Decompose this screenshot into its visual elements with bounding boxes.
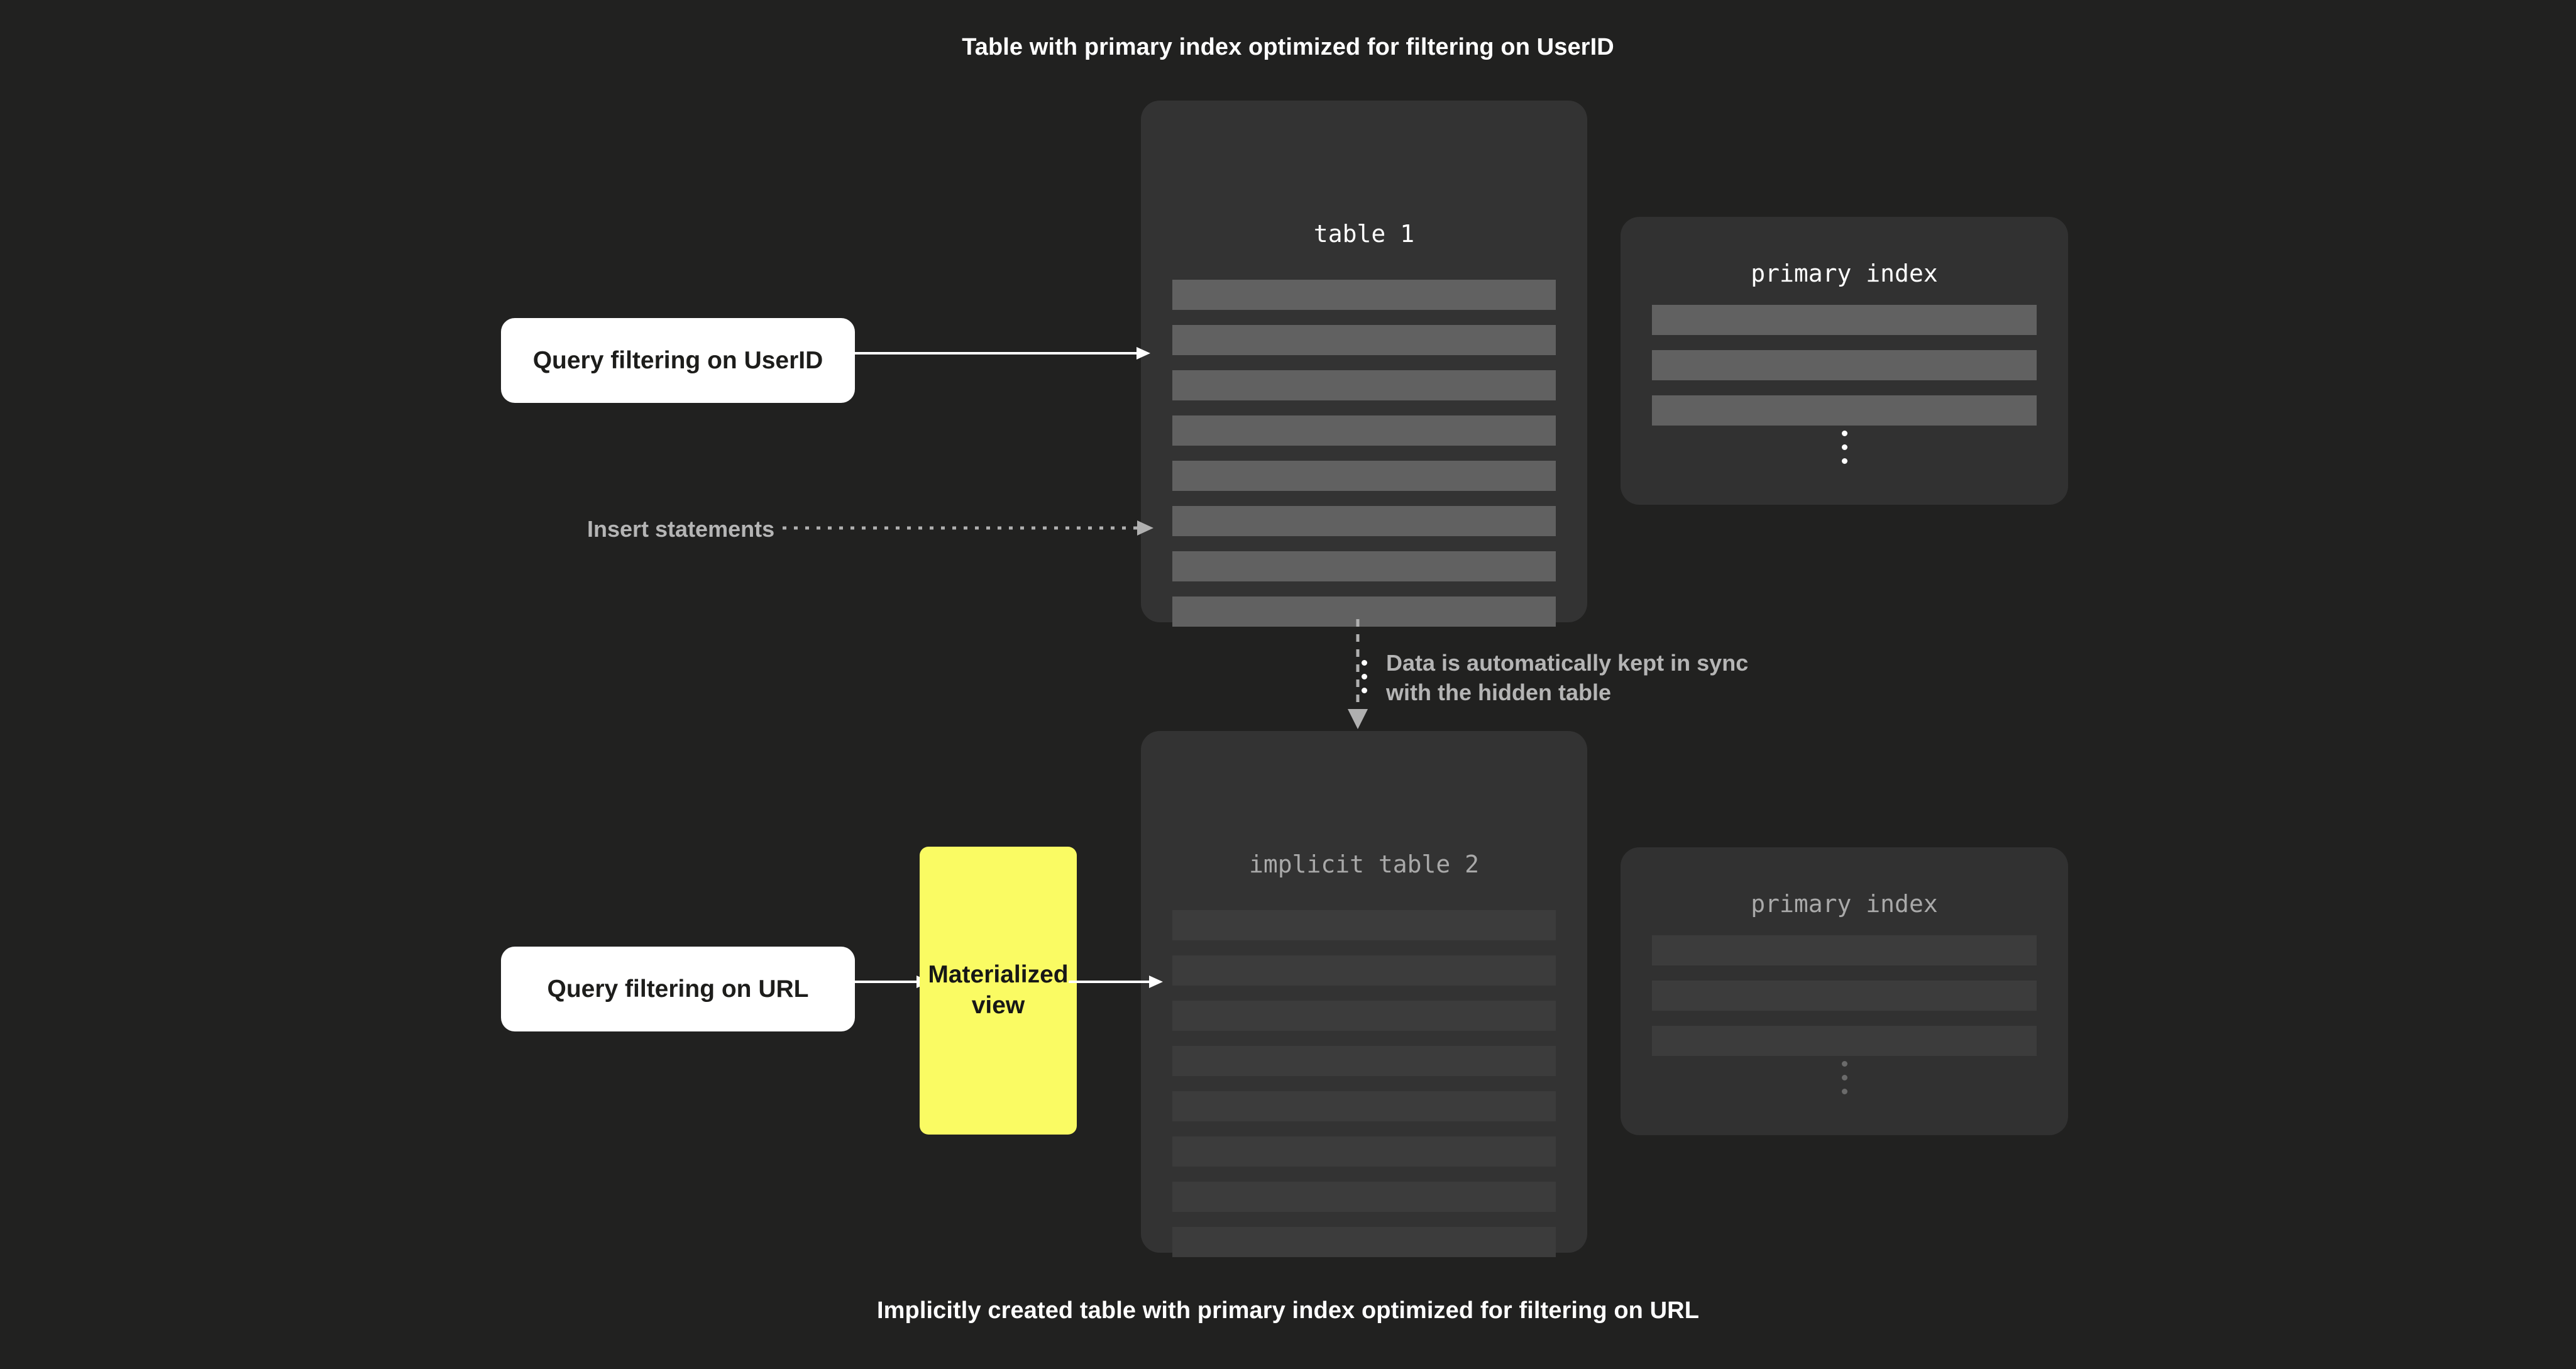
arrow-insert-statements-to-table1 (783, 520, 1153, 536)
insert-statements-label: Insert statements (587, 516, 775, 542)
table-row (1172, 1091, 1556, 1121)
index-row (1652, 395, 2037, 426)
index-row (1652, 981, 2037, 1011)
arrow-query-url-to-materialized-view (855, 976, 930, 988)
primary-index-bottom-panel: primary index (1621, 847, 2068, 1135)
table-row (1172, 597, 1556, 627)
bottom-caption: Implicitly created table with primary in… (876, 1297, 1700, 1324)
table-row (1172, 325, 1556, 355)
table-1-title: table 1 (1313, 220, 1415, 248)
top-caption: Table with primary index optimized for f… (962, 34, 1614, 60)
table-row (1172, 370, 1556, 400)
table-1-panel: table 1 (1141, 101, 1587, 693)
table-row (1172, 1001, 1556, 1031)
index-row (1652, 935, 2037, 965)
index-row (1652, 1026, 2037, 1056)
vertical-ellipsis-icon (1141, 660, 1587, 701)
primary-index-top-panel: primary index (1621, 217, 2068, 505)
arrow-table1-to-table2-sync (1348, 619, 1368, 729)
table-row (1172, 1227, 1556, 1257)
sync-note-label: Data is automatically kept in sync with … (1386, 650, 1749, 705)
vertical-ellipsis-icon (1621, 431, 2068, 472)
table-row (1172, 415, 1556, 446)
table-row (1172, 1046, 1556, 1076)
primary-index-top-title: primary index (1751, 260, 1938, 287)
index-row (1652, 305, 2037, 335)
table-row (1172, 910, 1556, 940)
query-filtering-url-box[interactable]: Query filtering on URL (501, 947, 855, 1031)
primary-index-bottom-title: primary index (1751, 890, 1938, 918)
primary-index-top-rows (1621, 305, 2068, 441)
arrow-query-userid-to-table1 (855, 347, 1150, 360)
table-row (1172, 280, 1556, 310)
table-row (1172, 551, 1556, 581)
table-row (1172, 461, 1556, 491)
table-row (1172, 1136, 1556, 1167)
implicit-table-2-panel: implicit table 2 (1141, 731, 1587, 1257)
table-row (1172, 955, 1556, 986)
table-row (1172, 1182, 1556, 1212)
vertical-ellipsis-icon (1621, 1061, 2068, 1102)
arrow-materialized-view-to-table2 (1069, 976, 1163, 988)
table-row (1172, 506, 1556, 536)
query-filtering-userid-box[interactable]: Query filtering on UserID (501, 318, 855, 403)
materialized-view-box[interactable]: Materialized view (920, 847, 1077, 1135)
implicit-table-2-rows (1141, 910, 1587, 1272)
index-row (1652, 350, 2037, 380)
implicit-table-2-title: implicit table 2 (1248, 850, 1480, 878)
table-1-rows (1141, 280, 1587, 642)
primary-index-bottom-rows (1621, 935, 2068, 1071)
